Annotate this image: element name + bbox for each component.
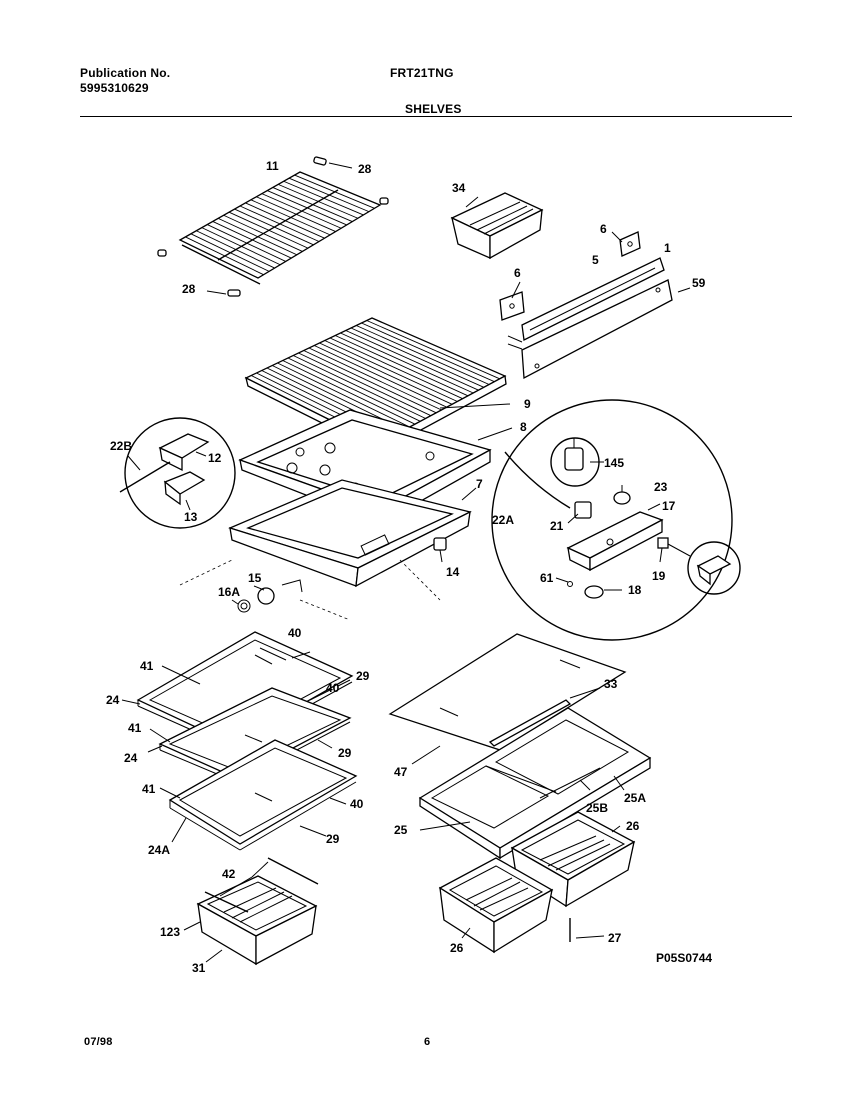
callout-41: 41 — [128, 721, 142, 735]
callout-26: 26 — [450, 941, 464, 955]
ice-bin — [450, 192, 544, 260]
callout-34: 34 — [452, 181, 466, 195]
drawer-stop-27 — [569, 918, 605, 942]
cover-rib — [356, 325, 490, 385]
cover-rib — [350, 327, 485, 388]
callout-8: 8 — [520, 420, 527, 434]
cover-rib — [366, 320, 500, 380]
callout-labels: 11 28 28 34 6 6 5 1 59 9 8 22B 12 13 7 1… — [106, 159, 706, 975]
cover-rib — [287, 357, 421, 422]
callout-41: 41 — [140, 659, 154, 673]
callout-25a: 25A — [624, 791, 646, 805]
cover-rib — [277, 362, 410, 428]
drawing-code: P05S0744 — [656, 951, 712, 965]
callout-27: 27 — [608, 931, 622, 945]
callout-29: 29 — [338, 746, 352, 760]
small-parts — [231, 537, 447, 613]
cover-rib — [340, 332, 474, 394]
callout-19: 19 — [652, 569, 666, 583]
cover-rib — [308, 347, 442, 411]
callout-145: 145 — [604, 456, 624, 470]
footer-date: 07/98 — [84, 1036, 113, 1048]
publication-label: Publication No. — [80, 66, 171, 80]
wire-shelf — [178, 171, 382, 285]
callout-24: 24 — [106, 693, 120, 707]
callout-42: 42 — [222, 867, 236, 881]
glass-shelf-bottom — [168, 739, 358, 851]
page-number: 6 — [424, 1036, 431, 1048]
callout-7: 7 — [476, 477, 483, 491]
shelf-leader-lines — [121, 651, 351, 843]
callout-22a: 22A — [492, 513, 514, 527]
cover-rib — [361, 322, 495, 383]
callout-28: 28 — [182, 282, 196, 296]
callout-41: 41 — [142, 782, 156, 796]
callout-59: 59 — [692, 276, 706, 290]
model-number: FRT21TNG — [390, 66, 454, 80]
header-rule — [80, 116, 792, 117]
callout-21: 21 — [550, 519, 564, 533]
callout-29: 29 — [356, 669, 370, 683]
callout-17: 17 — [662, 499, 676, 513]
callout-40: 40 — [350, 797, 364, 811]
callout-5: 5 — [592, 253, 599, 267]
callout-6: 6 — [514, 266, 521, 280]
callout-11: 11 — [266, 159, 279, 173]
meat-pan — [183, 857, 319, 966]
publication-number: 5995310629 — [80, 81, 149, 95]
callout-33: 33 — [604, 677, 618, 691]
callout-24: 24 — [124, 751, 138, 765]
cover-rib — [282, 360, 416, 425]
cover-rib — [314, 345, 447, 408]
detail-circle-left — [119, 417, 236, 529]
shelf-rails — [499, 231, 691, 380]
cover-rib — [298, 352, 432, 417]
callout-12: 12 — [208, 451, 222, 465]
crisper-seal-strip — [488, 687, 601, 747]
callout-24a: 24A — [148, 843, 170, 857]
shelf-frame — [179, 479, 477, 621]
callout-16a: 16A — [218, 585, 240, 599]
callout-23: 23 — [654, 480, 668, 494]
callout-26: 26 — [626, 819, 640, 833]
crisper-drawer-right — [510, 811, 636, 908]
cover-rib — [335, 335, 469, 397]
callout-40: 40 — [288, 626, 302, 640]
detail-circle-right — [491, 399, 733, 641]
crisper-glass-insert — [388, 633, 627, 765]
callout-61: 61 — [540, 571, 554, 585]
callout-15: 15 — [248, 571, 262, 585]
shelf-end-caps — [157, 156, 389, 297]
crisper-drawer-left — [438, 857, 554, 954]
callout-13: 13 — [184, 510, 198, 524]
cover-rib — [345, 330, 479, 391]
callout-47: 47 — [394, 765, 408, 779]
callout-14: 14 — [446, 565, 460, 579]
callout-6: 6 — [600, 222, 607, 236]
callout-18: 18 — [628, 583, 642, 597]
callout-25b: 25B — [586, 801, 608, 815]
cover-rib — [319, 342, 453, 405]
section-title: SHELVES — [405, 102, 462, 116]
crisper-cover-frame — [418, 707, 652, 860]
detail-circle-small — [667, 541, 741, 595]
callout-25: 25 — [394, 823, 408, 837]
callout-29: 29 — [326, 832, 340, 846]
cover-rib — [293, 355, 426, 419]
callout-22b: 22B — [110, 439, 132, 453]
cover-rib — [303, 350, 437, 414]
callout-9: 9 — [524, 397, 531, 411]
callout-123: 123 — [160, 925, 180, 939]
callout-40: 40 — [326, 681, 340, 695]
callout-1: 1 — [664, 241, 671, 255]
callout-28: 28 — [358, 162, 372, 176]
callout-31: 31 — [192, 961, 206, 975]
cover-rib — [324, 340, 458, 402]
cover-rib — [329, 337, 463, 400]
